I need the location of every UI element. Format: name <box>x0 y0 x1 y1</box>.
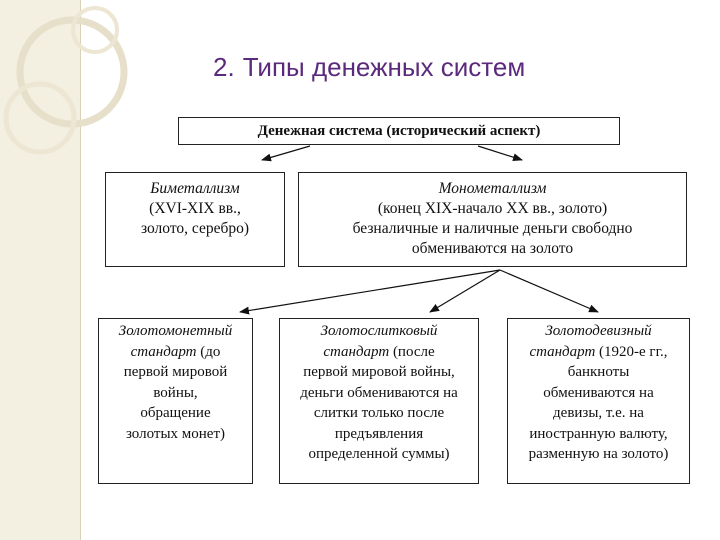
standard-line: разменную на золото) <box>528 446 669 462</box>
bimetallism-line: золото, серебро) <box>140 220 250 237</box>
standard-name: Золотомонетный <box>118 323 233 339</box>
standard-line: первой мировой <box>123 364 228 380</box>
gold-coin-standard-box: Золотомонетный стандарт (до первой миров… <box>98 318 253 484</box>
bimetallism-line: (XVI-XIX вв., <box>149 200 241 217</box>
arrow-to-bimetallism <box>261 145 311 162</box>
arrow-to-gold-coin-standard <box>239 269 501 315</box>
decorative-side-strip <box>0 0 80 540</box>
standard-line: первой мировой войны, <box>303 364 455 380</box>
standard-line: банкноты <box>567 364 630 380</box>
arrow-to-gold-bullion-standard <box>429 269 501 313</box>
standard-period: (до <box>196 343 221 360</box>
standard-line: предъявления <box>334 425 424 442</box>
gold-exchange-standard-box: Золотодевизный стандарт (1920-е гг., бан… <box>507 318 690 484</box>
standard-period: (1920-е гг., <box>595 343 668 360</box>
standard-line: слитки только после <box>313 405 445 421</box>
standard-name: Золотодевизный <box>545 323 652 339</box>
standard-line: золотых монет) <box>125 425 226 442</box>
standard-name: стандарт <box>529 343 596 360</box>
standard-name: стандарт <box>323 343 390 360</box>
gold-bullion-standard-box: Золотослитковый стандарт (после первой м… <box>279 318 479 484</box>
bimetallism-box: Биметаллизм (XVI-XIX вв., золото, серебр… <box>105 172 285 267</box>
arrow-to-gold-exchange-standard <box>499 269 599 313</box>
standard-name: стандарт <box>130 343 197 360</box>
standard-line: девизы, т.е. на <box>553 405 644 421</box>
root-box: Денежная система (исторический аспект) <box>178 117 620 145</box>
standard-line: деньги обмениваются на <box>300 384 458 401</box>
standard-name: Золотослитковый <box>320 323 438 339</box>
title-number: 2. <box>213 52 235 82</box>
side-divider <box>80 0 81 540</box>
root-label: Денежная система (исторический аспект) <box>257 123 541 139</box>
standard-line: иностранную валюту, <box>529 425 668 442</box>
monometallism-name: Монометаллизм <box>438 180 547 197</box>
slide-title: 2.Типы денежных систем <box>213 52 525 83</box>
title-text: Типы денежных систем <box>242 52 526 82</box>
standard-line: обмениваются на <box>543 384 654 401</box>
standard-line: обращение <box>140 405 211 421</box>
standard-period: (после <box>389 343 435 360</box>
monometallism-box: Монометаллизм (конец XIX-начало XX вв., … <box>298 172 687 267</box>
bimetallism-name: Биметаллизм <box>150 180 240 197</box>
monometallism-line: безналичные и наличные деньги свободно <box>352 220 633 237</box>
monometallism-line: обмениваются на золото <box>411 240 574 257</box>
standard-line: определенной суммы) <box>308 446 450 462</box>
monometallism-line: (конец XIX-начало XX вв., золото) <box>377 200 608 217</box>
arrow-to-monometallism <box>477 145 523 162</box>
standard-line: войны, <box>153 384 198 401</box>
